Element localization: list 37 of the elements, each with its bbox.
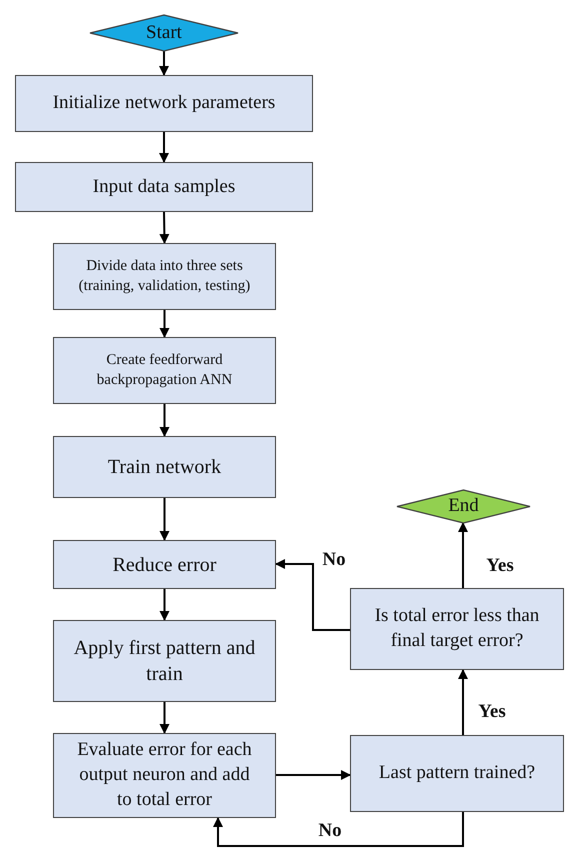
node-text: Train network [108, 455, 222, 480]
process-box [53, 540, 276, 589]
process-box [350, 735, 564, 812]
node-text: Create feedforward backpropagation ANN [96, 351, 234, 390]
arrow [160, 498, 170, 541]
node-text: Apply first pattern and train [72, 636, 256, 687]
node-text: Last pattern trained? [378, 761, 536, 786]
node-text: Is total error less than final target error? [374, 604, 540, 653]
process-box [53, 436, 276, 498]
node-text: Start [146, 20, 182, 45]
arrow [159, 51, 169, 76]
arrow [159, 132, 169, 163]
process-box [15, 162, 313, 212]
node-text: Divide data into three sets (training, validation, testing) [78, 257, 252, 296]
process-box [53, 243, 276, 310]
process-box [350, 588, 564, 670]
process-box [15, 75, 313, 132]
arrow [160, 702, 170, 734]
arrow [160, 589, 170, 621]
node-text: Input data samples [92, 174, 236, 199]
arrow [160, 404, 170, 437]
arrow [213, 812, 464, 847]
node-text: Reduce error [112, 552, 216, 578]
arrow [275, 559, 350, 631]
arrow [159, 212, 170, 244]
arrow [458, 522, 468, 588]
terminal-diamond [90, 15, 238, 51]
process-box [53, 733, 276, 818]
arrow [458, 669, 468, 735]
process-box [53, 620, 276, 702]
node-text: End [448, 494, 479, 518]
process-box [53, 337, 276, 404]
node-text: Evaluate error for each output neuron and add to total error [76, 738, 253, 812]
node-text: Initialize network parameters [52, 91, 276, 116]
arrow [276, 770, 351, 780]
terminal-diamond [397, 490, 530, 523]
arrow [160, 310, 170, 338]
